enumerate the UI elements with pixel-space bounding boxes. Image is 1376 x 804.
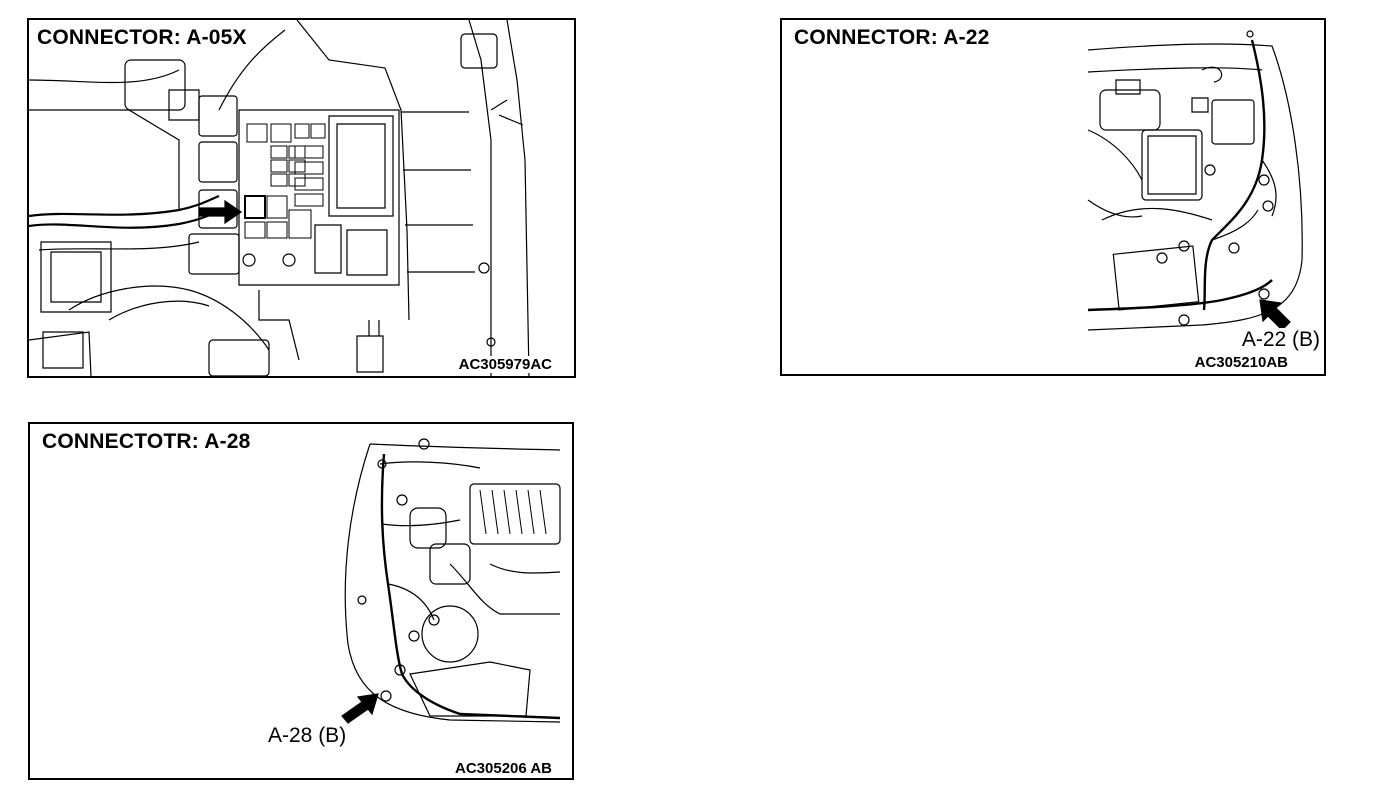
panel-title: CONNECTOTR: A-28 [40,430,253,454]
figure-code: AC305979AC [458,356,552,373]
diagram-panel-a22: CONNECTOR: A-22 A-22 (B) AC305210AB [780,18,1326,376]
engine-bay-drawing [782,20,1324,374]
relay-box-drawing [29,20,574,376]
diagram-panel-a05x: CONNECTOR: A-05X AC305979AC [27,18,576,378]
figure-code: AC305206 AB [455,760,552,777]
panel-title: CONNECTOR: A-05X [35,26,249,50]
diagram-panel-a28: CONNECTOTR: A-28 A-28 (B) AC305206 AB [28,422,574,780]
connector-callout: A-28 (B) [268,724,347,748]
panel-title: CONNECTOR: A-22 [792,26,992,50]
figure-code: AC305210AB [1194,354,1288,371]
engine-bay-drawing [30,424,572,778]
connector-callout: A-22 (B) [1241,328,1320,352]
